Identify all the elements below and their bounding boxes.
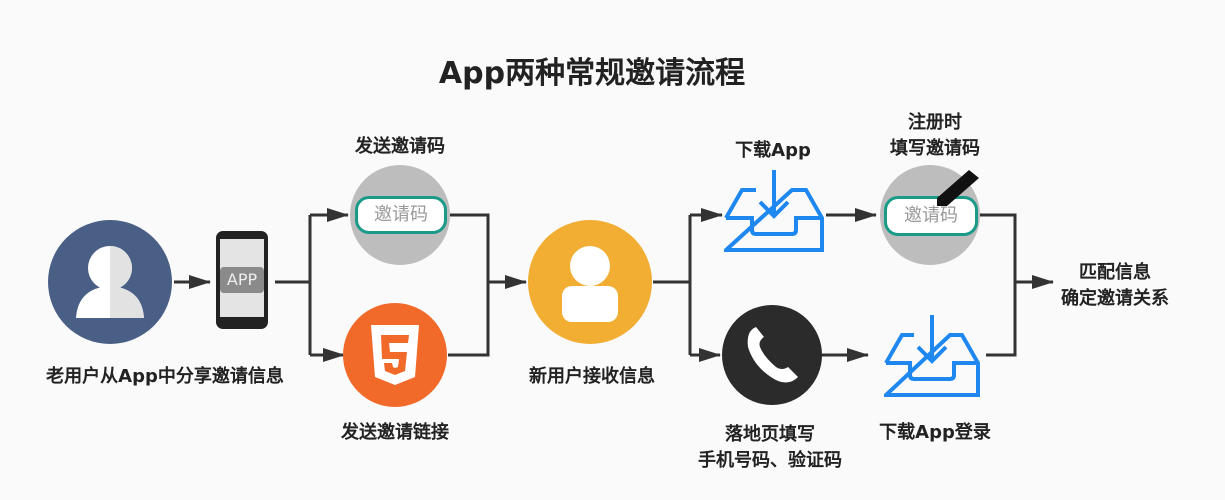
- landing-page-phone-node: [722, 305, 822, 405]
- pen-icon: [937, 170, 979, 206]
- phone-app-icon: APP: [216, 231, 268, 329]
- download-tray-icon: [884, 315, 980, 397]
- landing-label-2: 手机号码、验证码: [698, 450, 842, 471]
- download-app-label: 下载App: [735, 140, 811, 161]
- register-label-2: 填写邀请码: [890, 138, 980, 159]
- connector: [980, 213, 1017, 357]
- register-label-1: 注册时: [908, 112, 962, 133]
- phone-call-icon: [747, 327, 798, 383]
- match-label-1: 匹配信息: [1079, 262, 1151, 283]
- html5-link-node: [343, 303, 447, 407]
- new-user-label: 新用户接收信息: [529, 366, 655, 387]
- invite-code-pill: 邀请码: [355, 196, 447, 234]
- diagram-title: App两种常规邀请流程: [438, 56, 746, 91]
- match-label-2: 确定邀请关系: [1061, 288, 1169, 309]
- register-code-pill: 邀请码: [884, 196, 978, 236]
- old-user-label: 老用户从App中分享邀请信息: [46, 366, 284, 387]
- download-tray-icon: [724, 170, 824, 252]
- old-user-avatar: [48, 220, 172, 344]
- user-icon: [76, 246, 144, 318]
- connector: [448, 213, 490, 357]
- download-login-label: 下载App登录: [879, 422, 991, 443]
- user-icon: [562, 246, 618, 322]
- send-code-label: 发送邀请码: [355, 136, 445, 157]
- landing-label-1: 落地页填写: [725, 424, 815, 445]
- html5-icon: [371, 325, 419, 385]
- new-user-avatar: [528, 220, 652, 344]
- send-link-label: 发送邀请链接: [341, 422, 449, 443]
- app-badge: APP: [220, 267, 264, 293]
